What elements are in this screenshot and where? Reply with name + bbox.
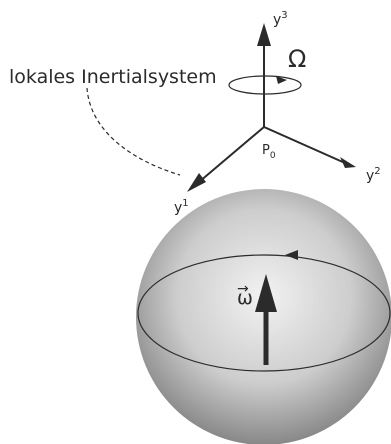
axis-y3-arrowhead <box>257 23 271 46</box>
axis-y1-line <box>198 126 265 183</box>
axis-y1-label: y1 <box>174 198 189 216</box>
equator-direction-arrowhead <box>285 250 298 260</box>
omega-body-label: ω <box>237 287 253 309</box>
inertial-frame-axes <box>198 42 346 183</box>
axis-y2-superscript: 2 <box>374 166 380 177</box>
omega-frame-label: Ω <box>288 45 306 73</box>
axis-y2-line <box>263 126 346 164</box>
origin-label: P0 <box>262 143 276 161</box>
axis-y3-label: y3 <box>273 10 288 28</box>
axis-y3-superscript: 3 <box>281 10 287 21</box>
omega-body-vector-mark: → <box>237 281 249 297</box>
frame-label: lokales Inertialsystem <box>9 66 217 88</box>
equator-ellipse <box>137 254 391 372</box>
axis-y1-arrowhead <box>187 173 206 192</box>
axis-y2-arrowhead <box>340 157 356 168</box>
axis-y1-superscript: 1 <box>182 198 188 209</box>
origin-subscript: 0 <box>270 151 276 161</box>
omega-body-arrowhead <box>255 274 277 312</box>
frame-label-leader <box>86 87 181 176</box>
frame-rotation-arrowhead <box>276 76 287 84</box>
frame-rotation-ellipse <box>228 75 302 95</box>
axis-y2-label: y2 <box>366 166 381 184</box>
